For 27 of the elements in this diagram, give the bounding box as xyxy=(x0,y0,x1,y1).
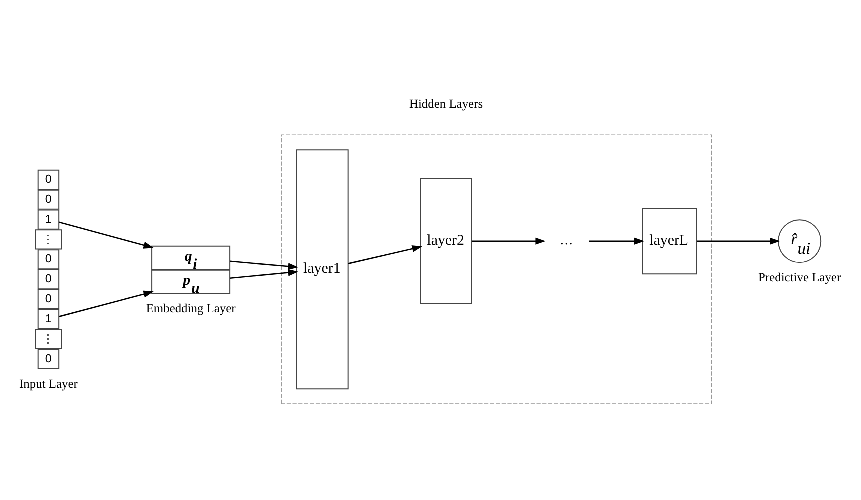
node-box: 0 xyxy=(38,189,60,210)
node-box: ⋮ xyxy=(35,328,62,349)
arrow xyxy=(59,290,154,317)
node-box: layerL xyxy=(642,208,698,274)
arrow xyxy=(230,260,298,270)
node-box: 0 xyxy=(38,288,60,309)
node-box: layer1 xyxy=(296,149,349,390)
arrow xyxy=(472,237,546,244)
arrow xyxy=(697,237,780,244)
node-box: 0 xyxy=(38,348,60,369)
node-box: ⋮ xyxy=(35,229,62,250)
node-box: 0 xyxy=(38,249,60,270)
cluster xyxy=(282,134,712,404)
label: Hidden Layers xyxy=(409,96,484,111)
arrow xyxy=(59,221,154,248)
node-box: 0 xyxy=(38,169,60,190)
label: Input Layer xyxy=(20,376,78,390)
node-box: layer2 xyxy=(420,178,472,304)
label: Predictive Layer xyxy=(758,270,842,284)
node-box: 1 xyxy=(38,308,60,329)
node-text: … xyxy=(560,232,574,248)
node-box: 0 xyxy=(38,269,60,290)
arrow xyxy=(589,237,645,244)
arrow xyxy=(230,268,298,279)
node-box: 1 xyxy=(38,209,60,230)
arrow xyxy=(348,245,422,264)
label: Embedding Layer xyxy=(146,300,236,315)
